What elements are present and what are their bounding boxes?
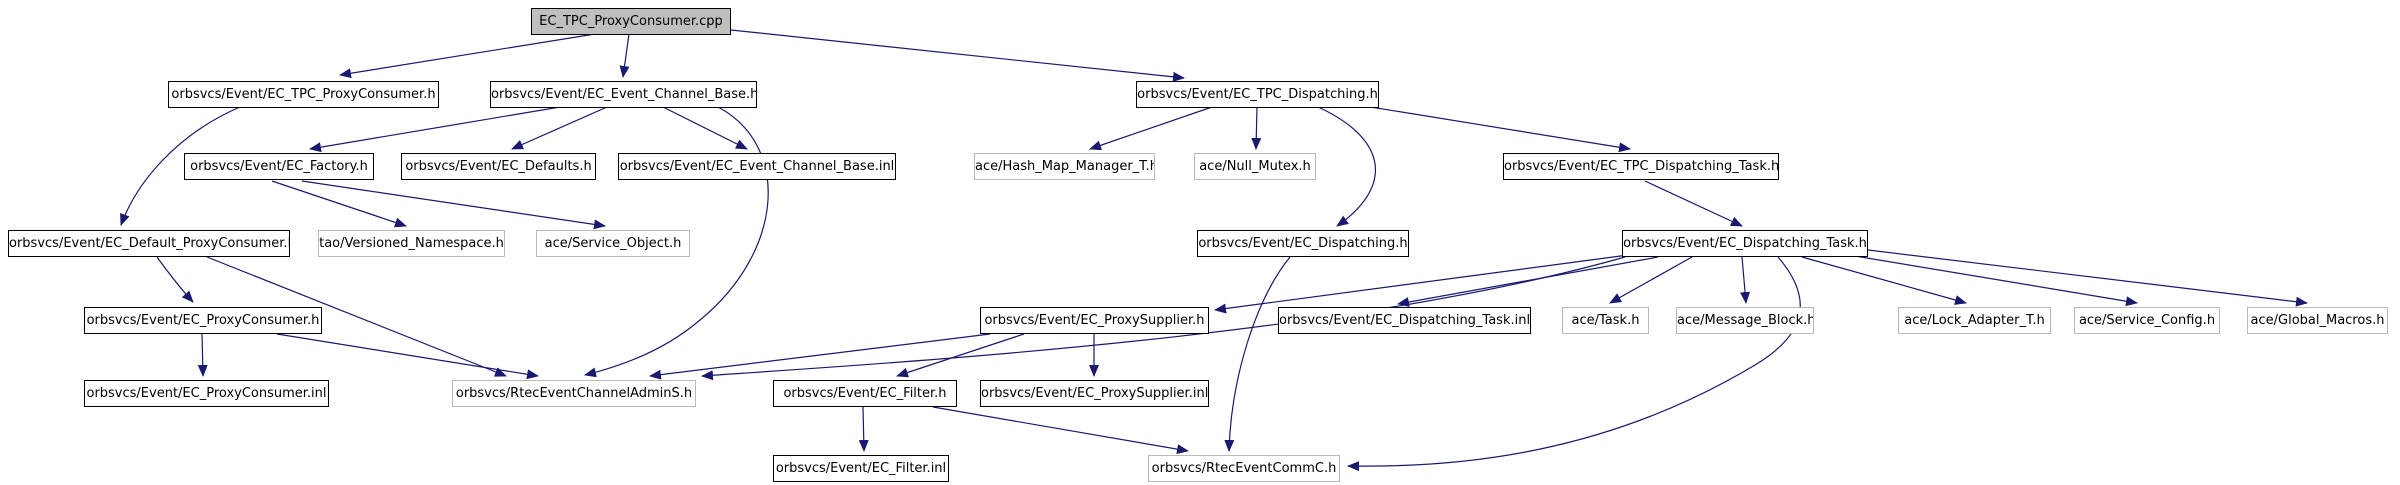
edge-event-channel-base-to-ecb-inl — [662, 106, 748, 150]
node-ec-default-proxyconsumer-h[interactable]: orbsvcs/Event/EC_Default_ProxyConsumer.h — [8, 230, 290, 257]
edge-dispatching-task-to-commC — [1347, 256, 1801, 472]
node-tao-versioned-namespace-h: tao/Versioned_Namespace.h — [318, 230, 505, 257]
node-ec-proxysupplier-inl[interactable]: orbsvcs/Event/EC_ProxySupplier.inl — [980, 380, 1209, 407]
edge-filter-to-commC — [932, 406, 1189, 455]
node-ace-global-macros-h: ace/Global_Macros.h — [2247, 307, 2388, 334]
edge-tpc-proxyconsumer-to-default-proxyconsumer — [120, 106, 241, 226]
node-ec-tpc-proxyconsumer-h[interactable]: orbsvcs/Event/EC_TPC_ProxyConsumer.h — [168, 81, 439, 108]
node-ec-event-channel-base-inl[interactable]: orbsvcs/Event/EC_Event_Channel_Base.inl — [618, 153, 896, 180]
edge-default-proxyconsumer-to-adminS — [206, 256, 507, 377]
edge-tpc-dispatching-to-null-mutex — [1251, 106, 1262, 150]
edge-event-channel-base-to-defaults — [511, 106, 608, 150]
edge-proxyconsumer-to-proxyconsumer-inl — [197, 333, 208, 377]
edge-dispatching-task-to-lock-adapter — [1801, 256, 1967, 305]
edge-cpp-to-event-channel-base-h — [619, 33, 630, 78]
edge-tpc-dispatching-to-tpc-dispatching-task — [1351, 103, 1631, 153]
edge-dispatching-task-to-service-config — [1842, 253, 2138, 307]
node-ec-tpc-proxyconsumer-cpp: EC_TPC_ProxyConsumer.cpp — [531, 8, 731, 35]
edge-dispatching-task-to-global-macros — [1867, 249, 2308, 307]
node-ec-filter-inl[interactable]: orbsvcs/Event/EC_Filter.inl — [773, 455, 949, 482]
edge-factory-to-service-object — [301, 180, 606, 230]
edge-proxysupplier-to-adminS — [649, 333, 991, 380]
node-ec-event-channel-base-h[interactable]: orbsvcs/Event/EC_Event_Channel_Base.h — [490, 81, 757, 108]
node-ec-proxysupplier-h[interactable]: orbsvcs/Event/EC_ProxySupplier.h — [980, 307, 1209, 334]
node-ec-factory-h[interactable]: orbsvcs/Event/EC_Factory.h — [184, 153, 374, 180]
edge-tpc-dispatching-task-to-dispatching-task — [1644, 180, 1743, 227]
edge-cpp-to-tpc-dispatching-h — [730, 29, 1185, 82]
edge-default-proxyconsumer-to-proxyconsumer — [156, 256, 194, 303]
edge-dispatching-to-commC — [1224, 256, 1291, 452]
edge-event-channel-base-to-adminS — [584, 106, 769, 378]
edge-proxyconsumer-to-adminS — [276, 333, 539, 380]
node-ace-task-h: ace/Task.h — [1562, 307, 1649, 334]
edge-dispatching-task-to-ace-task — [1609, 256, 1693, 304]
node-ec-dispatching-h[interactable]: orbsvcs/Event/EC_Dispatching.h — [1197, 230, 1409, 257]
node-ec-filter-h[interactable]: orbsvcs/Event/EC_Filter.h — [773, 380, 957, 407]
edge-cpp-to-tpc-proxyconsumer-h — [339, 33, 596, 79]
node-ec-dispatching-task-inl[interactable]: orbsvcs/Event/EC_Dispatching_Task.inl — [1278, 307, 1531, 334]
edge-event-channel-base-to-factory — [309, 106, 561, 153]
node-ace-service-config-h: ace/Service_Config.h — [2074, 307, 2220, 334]
edge-filter-to-filter-inl — [858, 406, 869, 452]
node-ec-proxyconsumer-h[interactable]: orbsvcs/Event/EC_ProxyConsumer.h — [84, 307, 322, 334]
node-ace-service-object-h: ace/Service_Object.h — [536, 230, 690, 257]
node-ec-tpc-dispatching-h[interactable]: orbsvcs/Event/EC_TPC_Dispatching.h — [1136, 81, 1379, 108]
edge-dispatching-task-to-message-block — [1740, 256, 1751, 304]
edge-dispatching-task-to-adminS — [701, 256, 1626, 381]
node-rteceventchanneladmins-h: orbsvcs/RtecEventChannelAdminS.h — [452, 380, 696, 407]
node-ace-hash-map-manager-t-h: ace/Hash_Map_Manager_T.h — [974, 153, 1155, 180]
edge-dispatching-task-to-dispatching-task-inl — [1397, 256, 1659, 307]
node-ec-tpc-dispatching-task-h[interactable]: orbsvcs/Event/EC_TPC_Dispatching_Task.h — [1503, 153, 1779, 180]
edge-dispatching-task-to-proxysupplier — [1214, 254, 1629, 314]
node-ace-null-mutex-h: ace/Null_Mutex.h — [1194, 153, 1316, 180]
edge-lines — [120, 29, 2308, 472]
node-ec-proxyconsumer-inl[interactable]: orbsvcs/Event/EC_ProxyConsumer.inl — [84, 380, 329, 407]
edge-proxysupplier-to-filter — [896, 333, 1025, 378]
edge-factory-to-versioned-namespace — [271, 180, 407, 228]
edge-tpc-dispatching-to-dispatching — [1317, 106, 1376, 227]
node-rteceventcommc-h: orbsvcs/RtecEventCommC.h — [1148, 455, 1340, 482]
node-ace-lock-adapter-t-h: ace/Lock_Adapter_T.h — [1898, 307, 2051, 334]
edge-tpc-dispatching-to-hash-map — [1089, 106, 1213, 151]
node-ace-message-block-h: ace/Message_Block.h — [1676, 307, 1814, 334]
node-ec-defaults-h[interactable]: orbsvcs/Event/EC_Defaults.h — [401, 153, 596, 180]
node-ec-dispatching-task-h[interactable]: orbsvcs/Event/EC_Dispatching_Task.h — [1622, 230, 1868, 257]
